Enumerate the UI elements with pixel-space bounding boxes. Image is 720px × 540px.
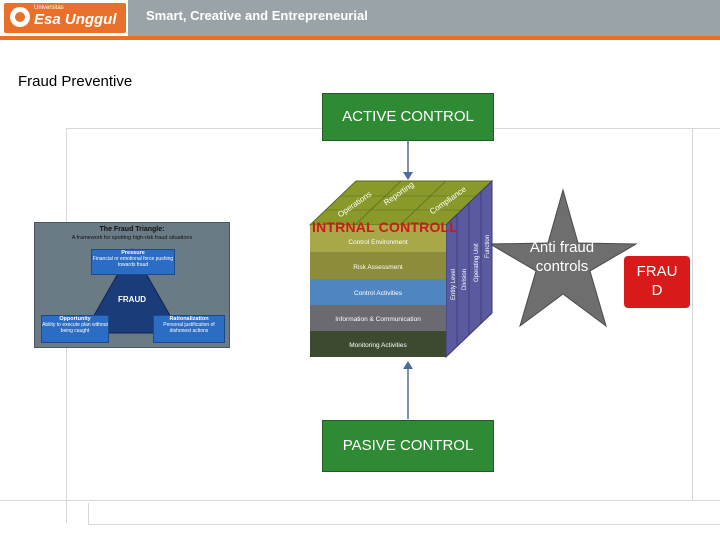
rationalization-title: Rationalization (169, 316, 209, 322)
cube-band-risk-assessment (310, 252, 446, 279)
logo[interactable]: Universitas Esa Unggul (4, 3, 126, 33)
fraud-triangle-panel: The Fraud Triangle: A framework for spot… (34, 222, 230, 348)
fraud-box: FRAU D (624, 256, 690, 308)
arrow-up (403, 361, 413, 419)
pressure-box: Pressure Financial or emotional force pu… (91, 249, 175, 275)
logo-text: Esa Unggul (34, 11, 117, 28)
cube-side-label-function: Function (485, 235, 491, 258)
fraud-line1: FRAU (636, 263, 678, 280)
opportunity-box: Opportunity Ability to execute plan with… (41, 315, 109, 343)
internal-control-label: INTRNAL CONTROLL (312, 219, 459, 235)
triangle-shape (83, 247, 181, 334)
triangle-center-label: FRAUD (118, 295, 146, 304)
cube-side-label-entity: Entity Level (451, 269, 457, 300)
header-band: Smart, Creative and Entrepreneurial (128, 0, 720, 36)
frame-line-footer-left (88, 503, 89, 525)
logo-icon (10, 7, 30, 27)
opportunity-title: Opportunity (59, 316, 91, 322)
cube-row-risk-assessment: Risk Assessment (353, 264, 403, 271)
pasive-control-label: PASIVE CONTROL (342, 437, 474, 454)
page-title: Fraud Preventive (18, 73, 133, 90)
active-control-box: ACTIVE CONTROL (322, 93, 494, 141)
arrow-down (403, 140, 413, 180)
cube-band-information (310, 305, 446, 331)
header-divider (0, 36, 720, 40)
anti-fraud-line2: controls (535, 258, 589, 275)
frame-line-right (692, 128, 693, 500)
cube-band-control-activities (310, 279, 446, 305)
cube-band-control-environment (310, 225, 446, 252)
star-shape (488, 188, 638, 328)
triangle-subtitle: A framework for spotting high-risk fraud… (71, 235, 193, 241)
pasive-control-box: PASIVE CONTROL (322, 420, 494, 472)
rationalization-box: Rationalization Personal justification o… (153, 315, 225, 343)
cube-side-label-division: Division (462, 269, 468, 290)
cube-band-monitoring (310, 331, 446, 357)
pressure-title: Pressure (121, 250, 145, 256)
logo-small-text: Universitas (34, 5, 64, 11)
active-control-label: ACTIVE CONTROL (342, 108, 474, 125)
rationalization-text: Personal justification of dishonest acti… (163, 322, 215, 334)
cube-row-information: Information & Communication (335, 316, 421, 323)
cube-side-label-operating: Operating Unit (474, 243, 480, 282)
anti-fraud-line1: Anti fraud (529, 239, 595, 256)
header-bar: Universitas Esa Unggul Smart, Creative a… (0, 0, 720, 36)
pressure-text: Financial or emotional force pushing tow… (92, 256, 174, 268)
opportunity-text: Ability to execute plan without being ca… (42, 322, 108, 334)
anti-fraud-label: Anti fraud controls (512, 238, 612, 276)
fraud-line2: D (651, 282, 663, 299)
cube-row-control-environment: Control Environment (348, 239, 407, 246)
cube-row-control-activities: Control Activities (354, 290, 403, 297)
triangle-title: The Fraud Triangle: (99, 226, 165, 233)
tagline: Smart, Creative and Entrepreneurial (146, 8, 368, 23)
cube-row-monitoring: Monitoring Activities (349, 342, 407, 349)
frame-line-footer (88, 524, 720, 525)
frame-line-bottom (0, 500, 720, 501)
